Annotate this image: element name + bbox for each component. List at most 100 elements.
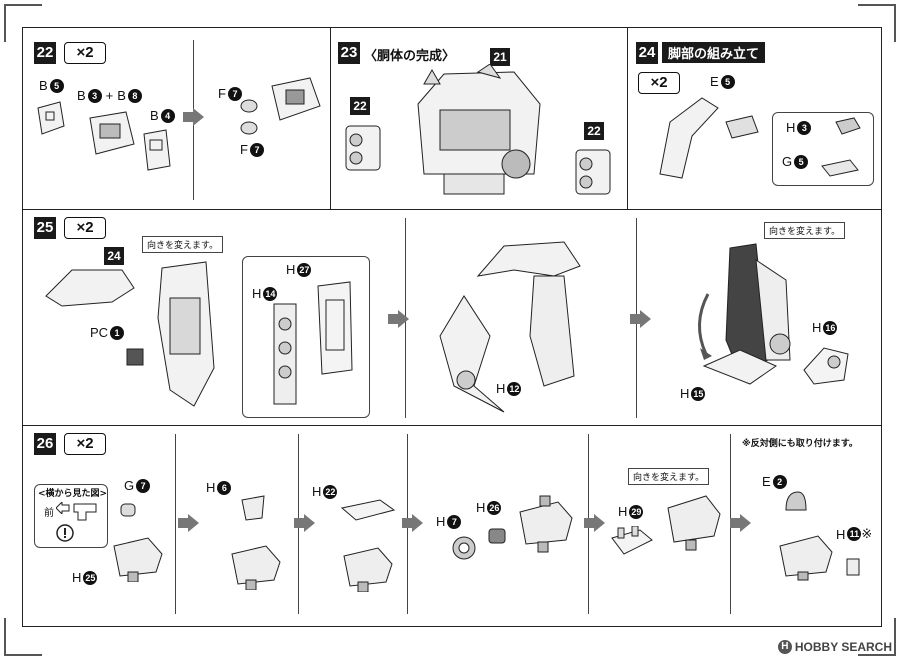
watermark: H HOBBY SEARCH [777, 640, 892, 654]
corner-decoration [858, 618, 896, 656]
part-pc1-illustration [124, 346, 148, 368]
column-divider [627, 27, 628, 209]
step-number: 26 [34, 433, 56, 455]
arrow-right-icon [584, 514, 605, 532]
arrow-right-icon [178, 514, 199, 532]
column-divider [330, 27, 331, 209]
corner-decoration [4, 618, 42, 656]
toe-block-illustration [722, 112, 762, 142]
quantity-badge: ×2 [638, 72, 680, 94]
joint-block-illustration [664, 486, 724, 554]
arrow-right-icon [630, 310, 651, 328]
joint-block-illustration [516, 494, 576, 554]
part-h27-illustration [312, 280, 356, 380]
step-number: 23 [338, 42, 360, 64]
arrow-right-icon [183, 108, 204, 126]
joint-block-illustration [110, 532, 166, 582]
corner-decoration [858, 4, 896, 42]
body-block-illustration [268, 76, 324, 126]
ref-step-22-left: 22 [350, 97, 370, 115]
part-h7-illustration [450, 534, 478, 562]
part-h22-illustration [340, 498, 396, 522]
step-number: 25 [34, 217, 56, 239]
part-b5-illustration [34, 100, 68, 136]
rotate-note: 向きを変えます。 [142, 236, 224, 253]
watermark-text: HOBBY SEARCH [794, 640, 892, 654]
row-divider [22, 425, 882, 426]
quantity-badge: ×2 [64, 217, 106, 239]
part-g5-illustration [820, 158, 860, 178]
part-e2-illustration [782, 488, 810, 514]
sub-divider [175, 434, 176, 614]
part-b3-illustration [86, 108, 138, 160]
part-h3-illustration [834, 116, 862, 136]
ref-step-21: 21 [490, 48, 510, 66]
corner-decoration [4, 4, 42, 42]
leg-frame-illustration [150, 258, 230, 410]
warning-note: ※反対側にも取り付けます。 [742, 439, 858, 449]
part-h29-illustration [610, 526, 654, 560]
rotate-note: 向きを変えます。 [628, 468, 710, 485]
step-title: 〈胴体の完成〉 [364, 49, 456, 64]
joint-block-illustration [776, 530, 836, 582]
step-number: 22 [34, 42, 56, 64]
shoulder-right-illustration [572, 144, 616, 200]
part-h26-illustration [486, 526, 510, 548]
shoulder-left-illustration [342, 118, 386, 176]
arrow-right-icon [388, 310, 409, 328]
step-number: 24 [636, 42, 658, 64]
side-view-title: <横から見た図> [38, 489, 108, 499]
part-h14-illustration [268, 300, 304, 410]
arrow-right-icon [402, 514, 423, 532]
torso-assembly-illustration [404, 64, 554, 200]
warning-circle-icon [56, 524, 74, 542]
joint-block-illustration [228, 540, 284, 590]
part-h11-illustration [844, 556, 864, 580]
arrow-right-icon [294, 514, 315, 532]
ref-step-22-right: 22 [584, 122, 604, 140]
part-h16-illustration [800, 340, 852, 388]
part-h6-illustration [238, 494, 268, 524]
rotate-arrow-icon [690, 290, 712, 360]
row-divider [22, 209, 882, 210]
quantity-badge: ×2 [64, 42, 106, 64]
ref-step-24: 24 [104, 247, 124, 265]
instruction-sheet-frame [22, 27, 882, 627]
leg-rotated-illustration [700, 240, 800, 388]
toe-cover-illustration [652, 92, 724, 184]
part-f7-illustration [238, 98, 260, 138]
leg-assembled-illustration [434, 236, 584, 414]
toe-assembly-illustration [42, 262, 138, 310]
rotate-note: 向きを変えます。 [764, 222, 846, 239]
part-g7-illustration [118, 500, 138, 520]
joint-block-illustration [340, 542, 396, 592]
part-b4-illustration [140, 128, 174, 172]
front-arrow-icon [56, 502, 70, 514]
arrow-right-icon [730, 514, 751, 532]
hobbysearch-logo-icon: H [777, 640, 792, 654]
front-label: 前 [44, 508, 54, 519]
side-view-part-illustration [72, 500, 98, 522]
